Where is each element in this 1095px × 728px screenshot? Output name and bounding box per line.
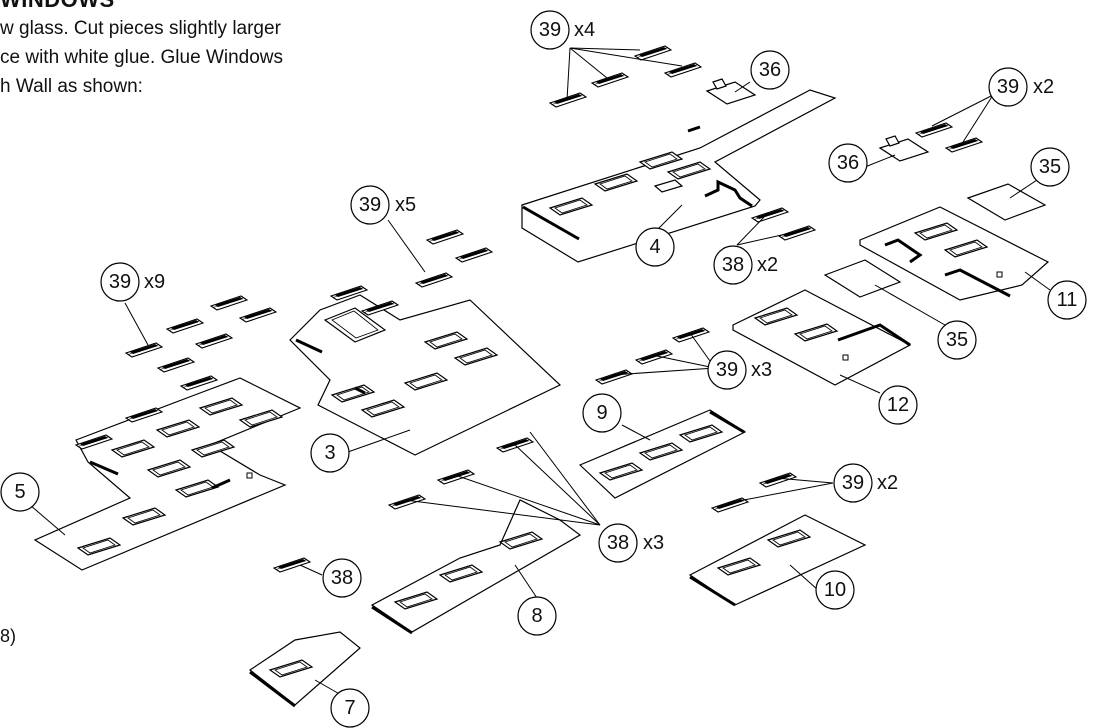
part-36-lower (878, 135, 930, 162)
svg-text:10: 10 (824, 579, 846, 601)
callout-39-x9: 39 x9 (100, 262, 165, 302)
callout-7: 7 (330, 688, 370, 728)
part-35-lower (823, 259, 902, 298)
svg-text:35: 35 (946, 329, 968, 351)
svg-text:3: 3 (324, 442, 335, 464)
callout-5: 5 (0, 472, 40, 512)
callout-35-upper: 35 (1030, 147, 1070, 187)
svg-text:x5: x5 (395, 194, 416, 216)
callout-38-x3: 38 x3 (598, 523, 664, 563)
callout-36-upper: 36 (750, 50, 790, 90)
svg-text:x3: x3 (643, 532, 664, 554)
part-12 (732, 289, 912, 386)
svg-text:9: 9 (596, 402, 607, 424)
grills-39-x4 (549, 45, 702, 108)
part-4 (521, 89, 837, 263)
svg-text:x2: x2 (757, 254, 778, 276)
svg-text:x2: x2 (1033, 76, 1054, 98)
svg-text:38: 38 (607, 532, 629, 554)
callout-3: 3 (310, 433, 350, 473)
svg-text:35: 35 (1039, 156, 1061, 178)
part-36-upper (705, 78, 757, 105)
callout-10: 10 (815, 570, 855, 610)
svg-text:x3: x3 (751, 359, 772, 381)
svg-text:x4: x4 (574, 19, 595, 41)
svg-text:36: 36 (837, 152, 859, 174)
callout-11: 11 (1047, 280, 1087, 320)
instruction-line-1: w glass. Cut pieces slightly larger (0, 18, 281, 39)
part-11 (859, 206, 1050, 301)
part-35-upper (966, 183, 1047, 221)
svg-text:39: 39 (997, 76, 1019, 98)
part-7 (248, 631, 361, 708)
leader-lines (29, 47, 1051, 701)
callout-35-lower: 35 (937, 320, 977, 360)
grills-38-x2 (751, 207, 816, 241)
callout-39-x4: 39 x4 (530, 10, 595, 50)
part-3 (289, 294, 562, 456)
callout-39-x2-lower: 39 x2 (833, 463, 898, 503)
svg-text:39: 39 (716, 359, 738, 381)
part-5 (33, 377, 302, 571)
svg-text:x9: x9 (144, 271, 165, 293)
svg-text:x2: x2 (877, 472, 898, 494)
callout-39-x2-upper: 39 x2 (988, 67, 1054, 107)
callout-12: 12 (878, 385, 918, 425)
callout-39-x3: 39 x3 (707, 350, 772, 390)
section-heading: WINDOWS (0, 0, 115, 13)
svg-text:8: 8 (531, 605, 542, 627)
svg-text:39: 39 (359, 194, 381, 216)
svg-text:39: 39 (539, 19, 561, 41)
svg-text:12: 12 (887, 394, 909, 416)
callout-8: 8 (517, 596, 557, 636)
callout-38-single: 38 (322, 558, 362, 598)
callout-38-x2: 38 x2 (713, 245, 778, 285)
part-8 (370, 499, 582, 635)
svg-text:39: 39 (842, 472, 864, 494)
instruction-line-2: ce with white glue. Glue Windows (0, 47, 284, 68)
footnote-fragment: 8) (0, 626, 17, 646)
svg-text:36: 36 (759, 59, 781, 81)
part-9 (578, 409, 747, 499)
svg-text:38: 38 (331, 567, 353, 589)
grill-38-single (273, 557, 311, 573)
svg-text:5: 5 (14, 481, 25, 503)
svg-text:38: 38 (722, 254, 744, 276)
svg-text:11: 11 (1057, 289, 1078, 311)
svg-text:7: 7 (344, 697, 355, 719)
callout-39-x5: 39 x5 (350, 185, 416, 225)
callout-4: 4 (635, 227, 675, 267)
instruction-line-3: h Wall as shown: (0, 76, 143, 97)
callout-9: 9 (582, 393, 622, 433)
callout-36-lower: 36 (828, 143, 868, 183)
part-10 (688, 514, 867, 607)
svg-text:39: 39 (109, 271, 131, 293)
svg-text:4: 4 (649, 236, 660, 258)
